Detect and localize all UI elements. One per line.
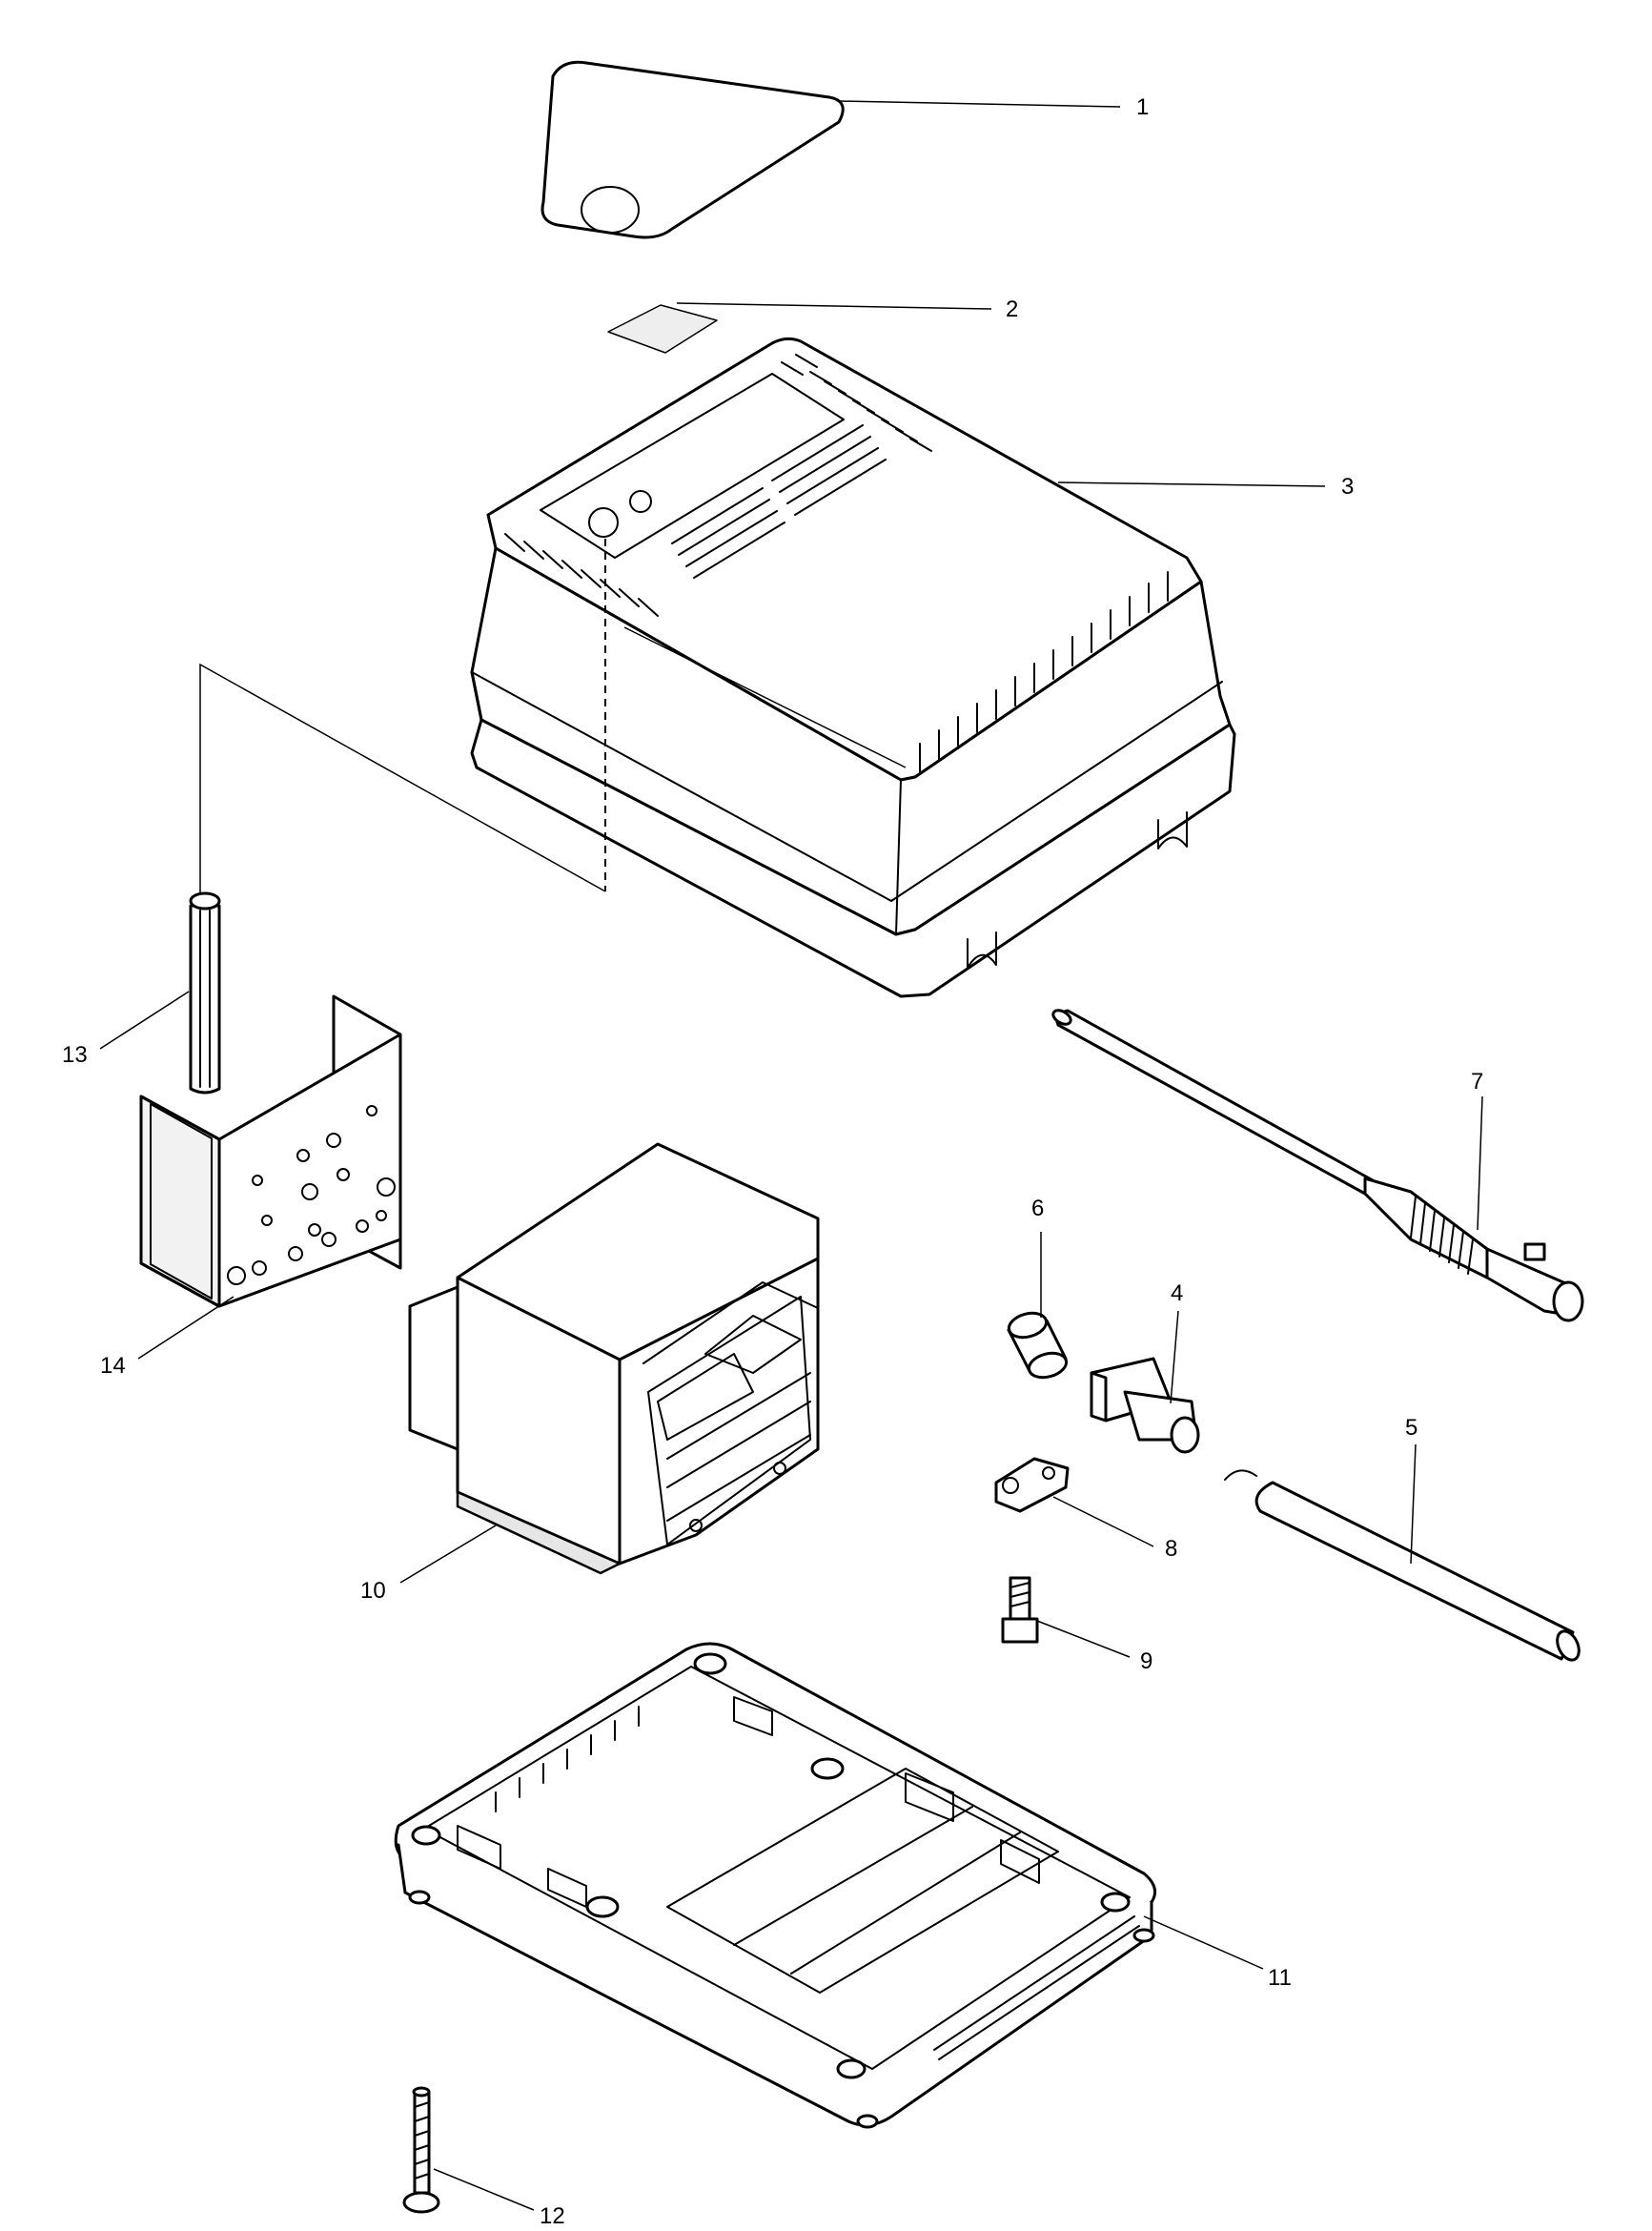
leader-11 — [1143, 1915, 1264, 1970]
callout-2: 2 — [1006, 297, 1018, 322]
part-6-sleeve — [1007, 1311, 1069, 1380]
callout-9: 9 — [1140, 1648, 1152, 1674]
callout-7: 7 — [1471, 1069, 1483, 1095]
assembly-reference-line-2 — [199, 663, 606, 896]
callout-5: 5 — [1405, 1415, 1417, 1441]
callout-8: 8 — [1165, 1536, 1177, 1562]
part-8-clamp — [994, 1457, 1070, 1513]
assembly-reference-line — [623, 626, 907, 768]
leader-4 — [1170, 1310, 1179, 1404]
leader-9 — [1036, 1620, 1131, 1658]
callout-11: 11 — [1268, 1965, 1292, 1991]
leader-13 — [99, 991, 190, 1050]
leader-10 — [399, 1525, 497, 1584]
callout-3: 3 — [1341, 474, 1354, 500]
part-3-cover-housing — [470, 337, 1236, 998]
part-14-bracket — [139, 994, 402, 1308]
callout-14: 14 — [100, 1353, 126, 1379]
part-13-rod — [189, 891, 221, 1095]
part-7-cable-plug — [1051, 1009, 1584, 1322]
callout-12: 12 — [540, 2203, 565, 2229]
part-1-label-plate — [540, 60, 845, 239]
callout-10: 10 — [360, 1578, 386, 1604]
callout-13: 13 — [62, 1042, 88, 1068]
leader-14 — [137, 1296, 235, 1360]
callout-4: 4 — [1171, 1280, 1183, 1306]
callout-1: 1 — [1136, 94, 1149, 120]
part-4-strain-relief — [1090, 1357, 1200, 1454]
part-2-small-label — [607, 304, 718, 354]
part-5-tube — [1224, 1469, 1581, 1662]
leader-3 — [1057, 481, 1326, 487]
part-12-long-screw — [402, 2086, 440, 2214]
leader-7 — [1477, 1095, 1483, 1231]
leader-2 — [676, 302, 992, 310]
part-10-transformer — [408, 1142, 820, 1575]
leader-5 — [1410, 1443, 1417, 1565]
leader-8 — [1052, 1496, 1154, 1547]
leader-12 — [433, 2168, 535, 2211]
part-11-base-tray — [394, 1642, 1157, 2129]
part-9-screw — [1001, 1576, 1039, 1644]
callout-6: 6 — [1031, 1196, 1044, 1221]
leader-1 — [838, 100, 1121, 108]
